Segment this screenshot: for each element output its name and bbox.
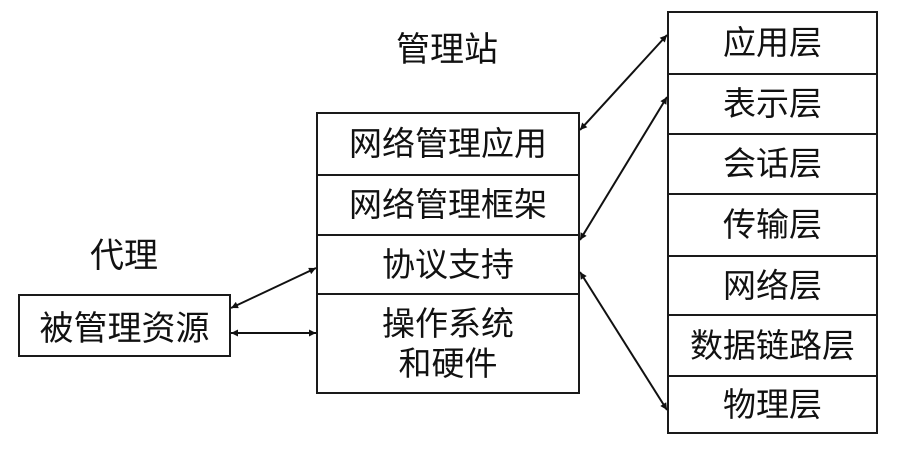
managed-resource-label: 被管理资源 [39,309,210,349]
manager-layer-protocol-support: 协议支持 [318,234,578,293]
osi-layer-physical: 物理层 [669,375,876,432]
arrow-protocol-support-to-presentation-layer [579,96,668,241]
manager-layer-network-mgmt-app: 网络管理应用 [318,114,578,174]
osi-layer-data-link: 数据链路层 [669,314,876,375]
osi-layer-label: 会话层 [723,144,822,184]
manager-title: 管理站 [396,30,498,70]
osi-layer-presentation: 表示层 [669,73,876,133]
osi-layer-label: 数据链路层 [690,325,855,365]
agent-title: 代理 [90,236,158,276]
osi-layer-label: 物理层 [723,384,822,424]
arrow-resource-to-protocol-support [230,267,317,309]
osi-layer-label: 表示层 [723,84,822,124]
osi-stack: 应用层 表示层 会话层 传输层 网络层 数据链路层 物理层 [667,11,878,434]
manager-layer-label: 网络管理应用 [349,124,547,164]
manager-layer-label: 操作系统 [382,303,514,343]
osi-layer-application: 应用层 [669,13,876,73]
osi-layer-label: 网络层 [723,265,822,305]
manager-stack: 网络管理应用 网络管理框架 协议支持 操作系统 和硬件 [316,112,580,394]
manager-layer-network-mgmt-framework: 网络管理框架 [318,174,578,234]
arrow-mgmt-app-to-application-layer [579,34,668,131]
manager-layer-label: 协议支持 [382,244,514,284]
osi-layer-label: 传输层 [723,205,822,245]
manager-layer-label: 网络管理框架 [349,185,547,225]
osi-layer-transport: 传输层 [669,193,876,255]
arrow-protocol-support-to-physical-layer [579,271,668,411]
osi-layer-session: 会话层 [669,133,876,193]
managed-resource-box: 被管理资源 [18,294,231,357]
manager-layer-os-hardware: 操作系统 和硬件 [318,293,578,392]
osi-layer-network: 网络层 [669,255,876,314]
manager-layer-label-line2: 和硬件 [398,343,498,383]
osi-layer-label: 应用层 [723,23,822,63]
